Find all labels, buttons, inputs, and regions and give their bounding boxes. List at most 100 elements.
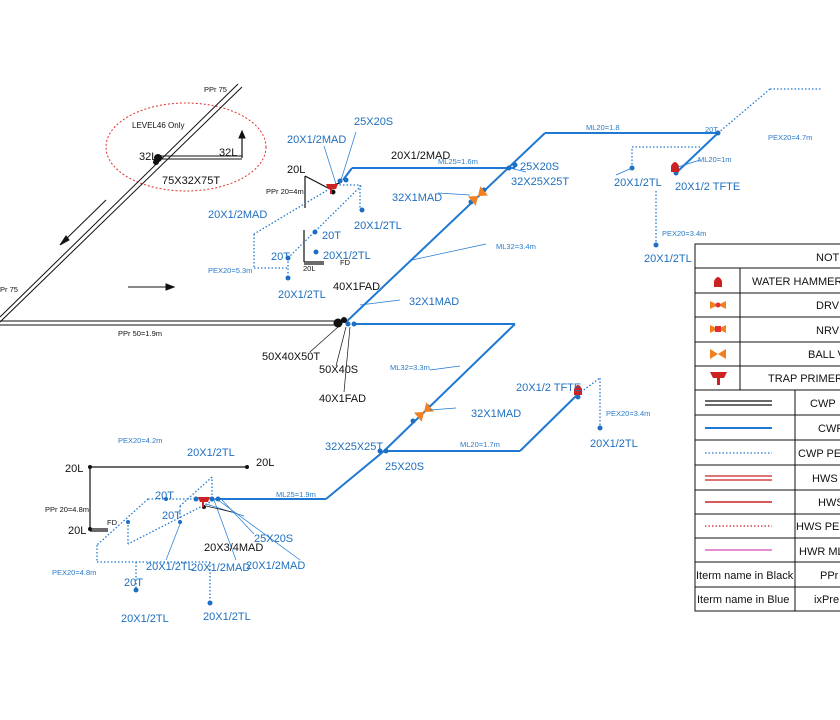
label-20x1-2mad-b: 20X1/2MAD xyxy=(208,209,267,221)
label-32x25x25t-lower: 32X25X25T xyxy=(325,441,383,453)
ball-valve-icon xyxy=(468,186,488,206)
upper-node-d xyxy=(512,162,518,168)
lower-node-c xyxy=(377,448,383,454)
leader-lines xyxy=(165,131,701,561)
flow-arrow-lower-head xyxy=(165,283,176,291)
label-20x1-2tl-lower-c: 20X1/2TL xyxy=(121,613,169,625)
label-ppr20-4m: PPr 20=4m xyxy=(266,187,304,196)
lower-node-f xyxy=(597,425,603,431)
legend-footer-left-1: Iterm name in Blue xyxy=(697,594,789,606)
ppr75-riser-label: PPr 75 xyxy=(204,85,227,94)
trap-primer-icon xyxy=(326,184,338,194)
label-20t-upper-right: 20T xyxy=(705,125,718,134)
label-20l-small: 20L xyxy=(303,264,316,273)
label-25x20s-lower: 25X20S xyxy=(385,461,424,473)
legend-row-9: HWS xyxy=(818,497,840,509)
ball-valve-icon xyxy=(414,402,434,422)
legend-row-2: NRV xyxy=(816,325,840,337)
legend-row-5: CWP xyxy=(810,398,836,410)
upper-node-a xyxy=(337,178,343,184)
zone-left-label: 32L xyxy=(139,151,157,163)
label-20l-lower-right: 20L xyxy=(256,457,274,469)
label-20x1-2tfte-lower: 20X1/2 TFTE xyxy=(516,382,581,394)
legend-row-0: WATER HAMMER xyxy=(752,276,840,288)
label-ml25-1-9m: ML25=1.9m xyxy=(276,490,316,499)
lower-node-k xyxy=(178,520,182,524)
devices xyxy=(198,162,679,507)
center-node-4 xyxy=(351,321,357,327)
upper-ppr20-assembly xyxy=(303,175,341,265)
label-20x1-2tl-lower-a: 20X1/2TL xyxy=(187,447,235,459)
zone-title: LEVEL46 Only xyxy=(132,121,184,130)
label-20x1-2mad-lower-a: 20X1/2MAD xyxy=(191,562,250,574)
zone-riser-arrow xyxy=(238,129,246,139)
label-20t-b: 20T xyxy=(271,251,290,263)
label-32x1mad-lower: 32X1MAD xyxy=(471,408,521,420)
cwp-line-icon xyxy=(705,400,772,406)
legend-row-3: BALL VA xyxy=(808,349,840,361)
legend-footer-left-0: Iterm name in Black xyxy=(696,570,794,582)
zone-right-label: 32L xyxy=(219,147,237,159)
upper-node-c xyxy=(506,165,512,171)
lower-node-j xyxy=(164,497,168,501)
label-pex20-4-7m: PEX20=4.7m xyxy=(768,133,812,142)
upper-node-j xyxy=(312,229,318,235)
label-pex20-3-4m-upper: PEX20=3.4m xyxy=(662,229,706,238)
label-pex20-4-8m: PEX20=4.8m xyxy=(52,568,96,577)
label-ml32-3-3m: ML32=3.3m xyxy=(390,363,430,372)
lower-node-n xyxy=(207,600,213,606)
lower-ppr20-node-a xyxy=(88,465,92,469)
label-25x20s-lower-left: 25X20S xyxy=(254,533,293,545)
label-pex20-4-2m: PEX20=4.2m xyxy=(118,436,162,445)
lower-ppr20-node-c xyxy=(245,465,249,469)
hws-double-line-icon xyxy=(705,475,772,481)
label-20x1-2mad-a: 20X1/2MAD xyxy=(287,134,346,146)
label-40x1fad-bottom: 40X1FAD xyxy=(319,393,366,405)
label-20x1-2tl-a: 20X1/2TL xyxy=(354,220,402,232)
legend-footer-right-1: ixPre xyxy=(814,594,839,606)
ppr75-left-label: Pr 75 xyxy=(0,285,18,294)
label-50x40s: 50X40S xyxy=(319,364,358,376)
label-ml25-1-6m: ML25=1.6m xyxy=(438,157,478,166)
lower-ppr20-node-b xyxy=(88,527,92,531)
upper-node-e xyxy=(715,130,721,136)
legend-footer-right-0: PPr xyxy=(820,570,839,582)
zone-ellipse xyxy=(105,102,267,192)
label-20x1-2tl-lower-right: 20X1/2TL xyxy=(590,438,638,450)
water-hammer-icon xyxy=(714,277,722,287)
label-32x25x25t-upper: 32X25X25T xyxy=(511,176,569,188)
water-hammer-icon xyxy=(671,162,679,172)
label-20x3-4mad: 20X3/4MAD xyxy=(204,542,263,554)
lower-node-m xyxy=(133,587,139,593)
trap-primer-icon xyxy=(198,497,210,507)
label-ppr20-4-8m: PPr 20=4.8m xyxy=(45,505,89,514)
ppr-pipes xyxy=(0,83,338,326)
label-20x1-2mad-lower-b: 20X1/2MAD xyxy=(246,560,305,572)
lower-node-l xyxy=(126,520,130,524)
legend-row-1: DRV xyxy=(816,300,840,312)
flow-arrow-upper-head xyxy=(59,235,70,246)
label-20t-lower-b: 20T xyxy=(162,510,181,522)
lower-node-h xyxy=(215,496,221,502)
label-20x1-2tl-upper-right-b: 20X1/2TL xyxy=(644,253,692,265)
label-20l-lower-left: 20L xyxy=(65,463,83,475)
cwp-pipes xyxy=(218,132,719,500)
ppr50-label: PPr 50=1.9m xyxy=(118,329,162,338)
label-40x1fad-top: 40X1FAD xyxy=(333,281,380,293)
legend-row-10: HWS PE xyxy=(796,521,839,533)
upper-node-l xyxy=(285,275,291,281)
label-20t-lower-c: 20T xyxy=(124,577,143,589)
water-hammer-icon xyxy=(574,385,582,395)
label-ml32-3-4m: ML32=3.4m xyxy=(496,242,536,251)
lower-node-g xyxy=(209,496,215,502)
label-50x40x50t: 50X40X50T xyxy=(262,351,320,363)
legend-row-4: TRAP PRIMER xyxy=(768,373,840,385)
center-tee-node xyxy=(333,318,343,328)
center-node-3 xyxy=(345,321,351,327)
upper-node-h xyxy=(653,242,659,248)
label-fd-upper: FD xyxy=(340,258,351,267)
lower-node-a xyxy=(410,418,416,424)
legend-row-6: CWP xyxy=(818,423,840,435)
label-20x1-2tl-b: 20X1/2TL xyxy=(323,250,371,262)
